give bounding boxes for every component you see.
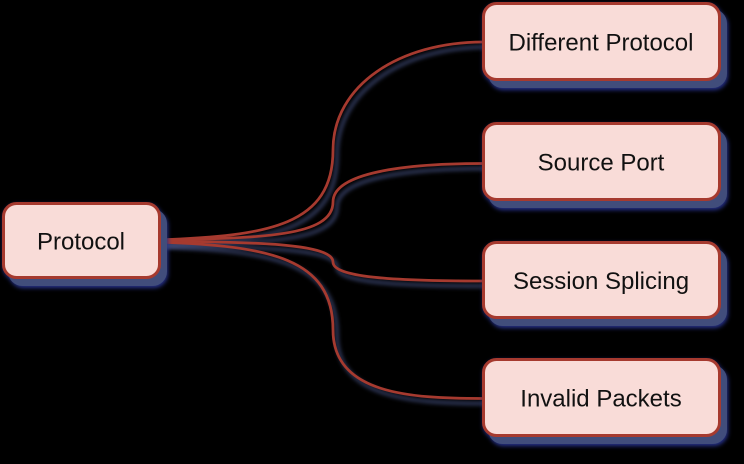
node-session-splicing-box [482,241,721,319]
edges [156,40,485,400]
node-different-protocol-box [482,2,721,81]
node-session-splicing-label: Session Splicing [513,268,689,295]
edge-protocol-to-session-splicing [156,239,485,283]
node-different-protocol-label: Different Protocol [509,29,694,56]
node-source-port: Source Port [482,122,721,201]
node-invalid-packets-label: Invalid Packets [520,385,681,412]
node-invalid-packets: Invalid Packets [482,358,721,437]
node-protocol-label: Protocol [37,228,125,255]
node-different-protocol: Different Protocol [482,2,721,81]
node-session-splicing: Session Splicing [482,241,721,319]
node-protocol: Protocol [2,202,161,279]
node-protocol-box [2,202,161,279]
edge-protocol-to-source-port [156,162,485,242]
node-source-port-box [482,122,721,201]
node-source-port-label: Source Port [538,149,665,176]
node-invalid-packets-box [482,358,721,437]
edge-protocol-to-different-protocol [156,40,485,242]
edge-protocol-to-invalid-packets [156,240,485,400]
